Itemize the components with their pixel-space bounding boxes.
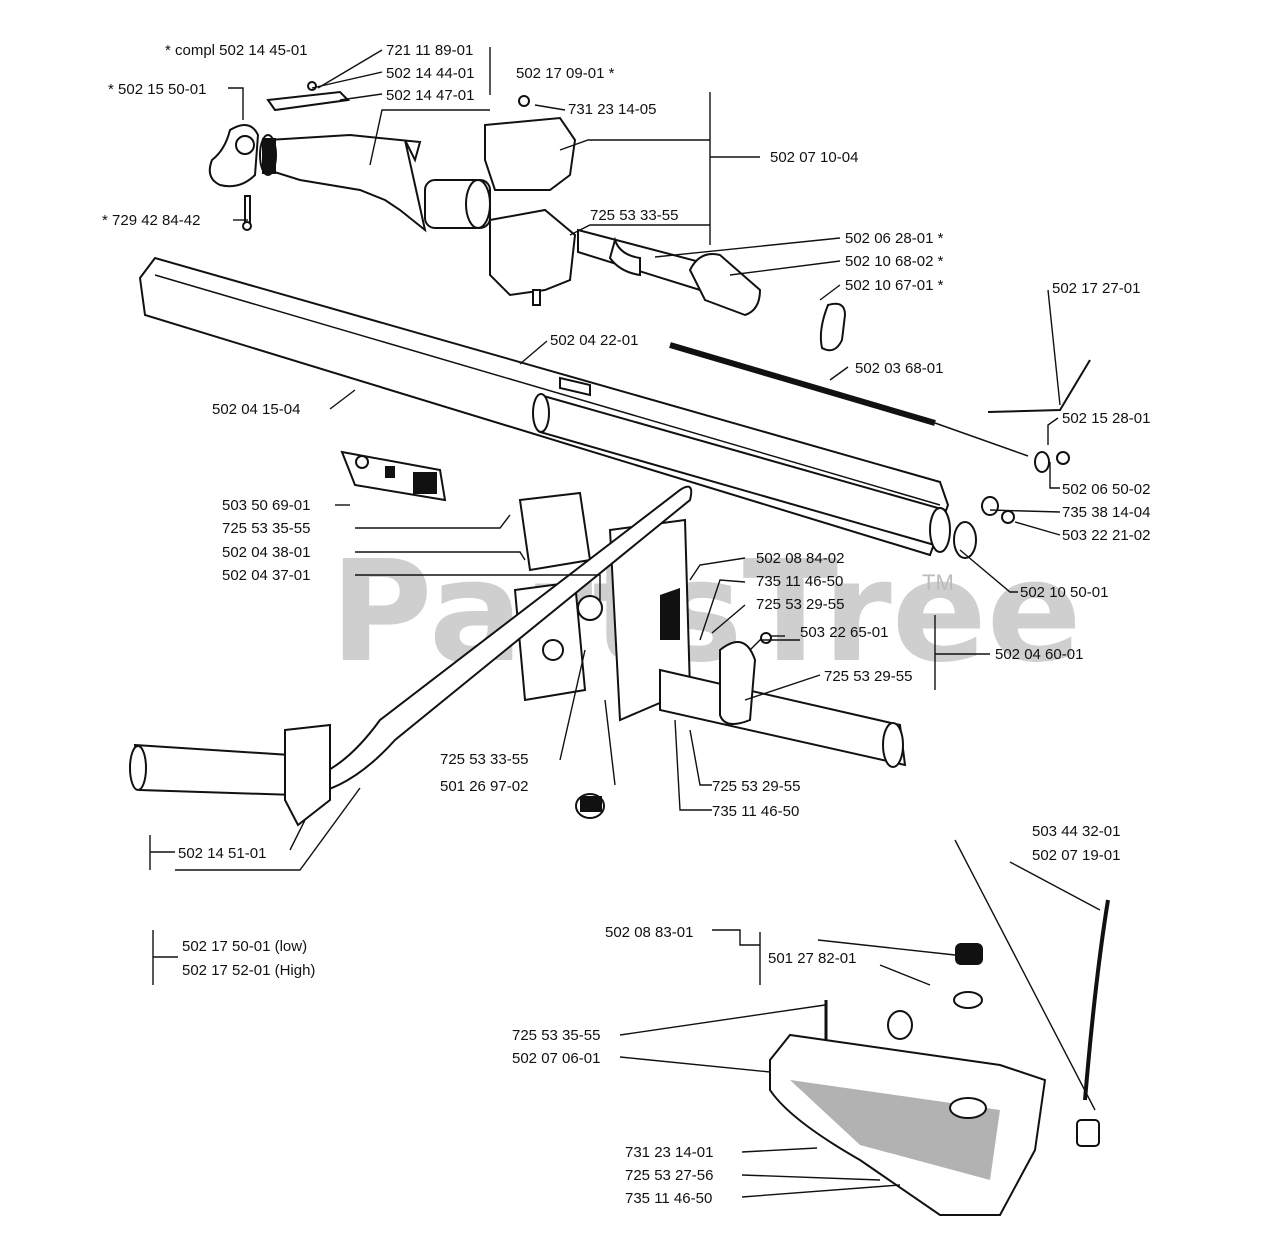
label-502-10-68-02: 502 10 68-02 * — [845, 253, 944, 270]
decal-drawing — [340, 450, 447, 502]
label-502-04-37-01: 502 04 37-01 — [222, 567, 310, 584]
label-731-23-14-01: 731 23 14-01 — [625, 1144, 713, 1161]
label-502-07-06-01: 502 07 06-01 — [512, 1050, 600, 1067]
throttle-handle-drawing — [208, 81, 491, 233]
label-502-17-27-01: 502 17 27-01 — [1052, 280, 1140, 297]
flex-cable-drawing — [669, 342, 936, 426]
label-725-53-33-55-top: 725 53 33-55 — [590, 207, 678, 224]
label-502-06-28-01: 502 06 28-01 * — [845, 230, 944, 247]
label-502-17-09-01: 502 17 09-01 * — [516, 65, 615, 82]
tube-drawing — [138, 256, 951, 557]
handlebar-drawing — [129, 485, 693, 827]
label-502-14-47-01: 502 14 47-01 — [386, 87, 474, 104]
part-labels: * compl 502 14 45-01 721 11 89-01 502 14… — [102, 42, 1150, 1207]
label-502-17-50-01: 502 17 50-01 (low) — [182, 938, 307, 955]
label-731-23-14-05: 731 23 14-05 — [568, 101, 656, 118]
label-503-44-32-01: 503 44 32-01 — [1032, 823, 1120, 840]
label-503-50-69-01: 503 50 69-01 — [222, 497, 310, 514]
label-502-04-38-01: 502 04 38-01 — [222, 544, 310, 561]
label-502-08-84-02: 502 08 84-02 — [756, 550, 844, 567]
label-725-53-27-56: 725 53 27-56 — [625, 1167, 713, 1184]
leader-lines — [149, 47, 1101, 1198]
label-502-04-22-01: 502 04 22-01 — [550, 332, 638, 349]
label-compl-502-14-45-01: * compl 502 14 45-01 — [165, 42, 308, 59]
fuel-tank-drawing — [769, 899, 1110, 1216]
label-502-07-10-04: 502 07 10-04 — [770, 149, 858, 166]
label-502-04-60-01: 502 04 60-01 — [995, 646, 1083, 663]
label-502-03-68-01: 502 03 68-01 — [855, 360, 943, 377]
label-725-53-29-55-b: 725 53 29-55 — [824, 668, 912, 685]
label-503-22-65-01: 503 22 65-01 — [800, 624, 888, 641]
label-502-08-83-01: 502 08 83-01 — [605, 924, 693, 941]
clamp-housing-drawing — [484, 95, 577, 306]
label-502-07-19-01: 502 07 19-01 — [1032, 847, 1120, 864]
label-729-42-84-42: * 729 42 84-42 — [102, 212, 200, 229]
label-501-27-82-01: 501 27 82-01 — [768, 950, 856, 967]
label-725-53-35-55-b: 725 53 35-55 — [512, 1027, 600, 1044]
watermark-tm: TM — [922, 570, 954, 595]
label-501-26-97-02: 501 26 97-02 — [440, 778, 528, 795]
label-502-06-50-02: 502 06 50-02 — [1062, 481, 1150, 498]
label-725-53-29-55-c: 725 53 29-55 — [712, 778, 800, 795]
label-502-10-50-01: 502 10 50-01 — [1020, 584, 1108, 601]
wire-drawing — [987, 359, 1091, 413]
label-721-11-89-01: 721 11 89-01 — [386, 42, 473, 59]
label-735-38-14-04: 735 38 14-04 — [1062, 504, 1150, 521]
label-735-11-46-50-c: 735 11 46-50 — [625, 1190, 712, 1207]
washers-drawing — [953, 451, 1070, 559]
label-502-15-28-01: 502 15 28-01 — [1062, 410, 1150, 427]
label-502-10-67-01: 502 10 67-01 * — [845, 277, 944, 294]
label-725-53-35-55-a: 725 53 35-55 — [222, 520, 310, 537]
label-725-53-33-55-mid: 725 53 33-55 — [440, 751, 528, 768]
drive-shaft-drawing — [577, 228, 847, 352]
label-502-14-51-01: 502 14 51-01 — [178, 845, 266, 862]
knob-drawing — [575, 793, 605, 819]
label-502-14-44-01: 502 14 44-01 — [386, 65, 474, 82]
label-502-17-52-01: 502 17 52-01 (High) — [182, 962, 315, 979]
label-502-04-15-04: 502 04 15-04 — [212, 401, 300, 418]
label-735-11-46-50-a: 735 11 46-50 — [756, 573, 843, 590]
label-735-11-46-50-b: 735 11 46-50 — [712, 803, 799, 820]
label-725-53-29-55-a: 725 53 29-55 — [756, 596, 844, 613]
right-grip-drawing — [659, 632, 907, 768]
label-502-15-50-01: * 502 15 50-01 — [108, 81, 206, 98]
label-503-22-21-02: 503 22 21-02 — [1062, 527, 1150, 544]
